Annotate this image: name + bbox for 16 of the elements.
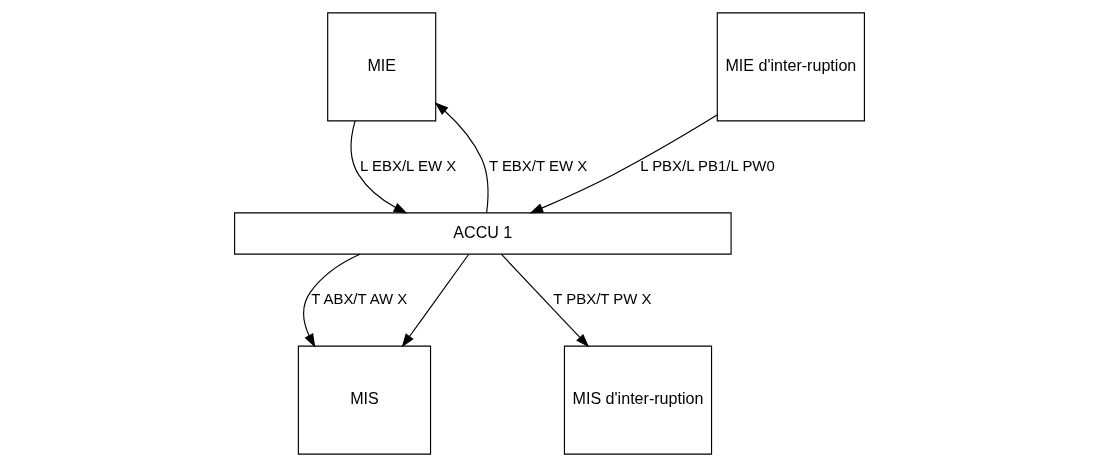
node-box: MIS <box>297 345 432 455</box>
arrow <box>434 102 489 214</box>
node-box: ACCU 1 <box>234 212 732 255</box>
arrow <box>350 120 408 214</box>
edge-label: L EBX/L EW X <box>360 156 457 174</box>
node-box: MIS d'inter-ruption <box>563 345 713 455</box>
node-box: MIE <box>327 12 437 122</box>
arrow <box>401 253 470 348</box>
node-box: MIE d'inter-ruption <box>716 12 865 122</box>
arrow <box>529 114 718 214</box>
edge-label: T EBX/T EW X <box>488 156 588 174</box>
edge-label: T PBX/T PW X <box>553 290 652 308</box>
arrow <box>500 253 590 348</box>
edge-label: L PBX/L PB1/L PW0 <box>640 156 775 174</box>
edge-label: T ABX/T AW X <box>311 290 408 308</box>
arrow <box>303 253 361 348</box>
